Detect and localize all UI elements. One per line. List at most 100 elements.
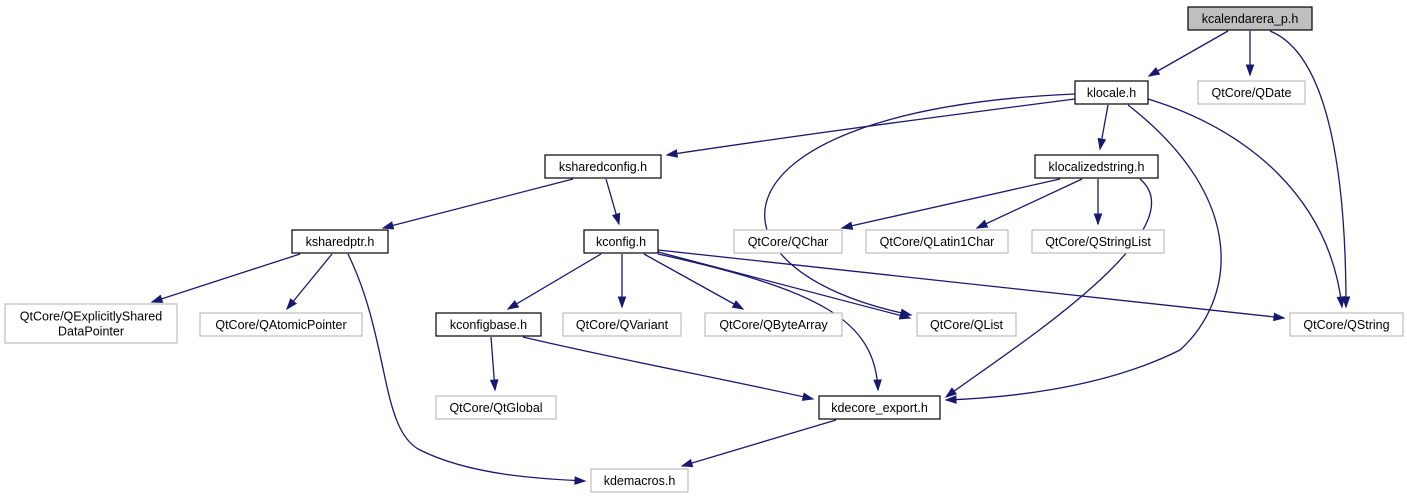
edge-kconfig-to-qbytearray (643, 253, 745, 310)
node-box (733, 229, 843, 254)
node-box (916, 312, 1017, 337)
node-kconfigbase[interactable]: kconfigbase.h (435, 312, 542, 337)
node-box (1187, 6, 1313, 31)
edge-klocale-to-ksharedconfig (665, 98, 1076, 158)
node-qlist: QtCore/QList (916, 312, 1017, 337)
node-label: QtCore/QChar (748, 235, 829, 249)
node-label: QtCore/QAtomicPointer (215, 318, 346, 332)
node-label: QtCore/QList (930, 318, 1003, 332)
node-label: ksharedptr.h (306, 235, 375, 249)
arrowhead (617, 296, 627, 309)
node-label: kdemacros.h (604, 474, 676, 488)
nodes-layer: kcalendarera_p.h klocale.h QtCore/QDate ksh… (4, 6, 1404, 493)
edge-kconfigbase-to-qtglobal (489, 336, 499, 392)
node-box (818, 395, 941, 420)
edge-ksharedconfig-to-ksharedptr (381, 178, 574, 230)
edge-klocalizedstring-to-kdecore_export (944, 178, 1153, 398)
edge-line (347, 253, 586, 482)
edge-klocalizedstring-to-qstringlist (1093, 179, 1103, 226)
edge-ksharedptr-to-qatomicpointer (286, 253, 333, 311)
node-label: ksharedconfig.h (559, 160, 647, 174)
edge-line (151, 253, 301, 303)
node-label: kdecore_export.h (831, 401, 928, 415)
edge-kcalendarera_p-to-qstring (1269, 30, 1351, 309)
arrowhead (1097, 137, 1107, 151)
arrowhead (731, 300, 745, 310)
edge-line (681, 419, 837, 467)
node-kcalendarera-p[interactable]: kcalendarera_p.h (1187, 6, 1313, 31)
edges-layer (150, 30, 1351, 485)
edge-line (764, 93, 1076, 316)
node-label: klocalizedstring.h (1049, 160, 1145, 174)
edge-kcalendarera_p-to-klocale (1147, 30, 1229, 77)
edge-line (657, 253, 879, 391)
edge-ksharedconfig-to-kconfig (605, 178, 621, 226)
edge-kconfig-to-qvariant (617, 254, 627, 309)
edge-klocale-to-qlist (764, 93, 1076, 318)
edge-line (1269, 30, 1347, 308)
node-label: kconfigbase.h (450, 318, 527, 332)
edge-kconfig-to-qlist (657, 251, 912, 320)
edge-kconfig-to-kconfigbase (506, 253, 602, 310)
edge-line (841, 178, 1061, 229)
arrowhead (680, 458, 694, 468)
edge-line (522, 336, 814, 400)
arrowhead (898, 311, 912, 320)
node-box (291, 229, 389, 254)
node-qtglobal: QtCore/QtGlobal (435, 395, 557, 420)
node-qstring: QtCore/QString (1289, 312, 1404, 337)
arrowhead (1336, 296, 1346, 309)
arrowhead (801, 392, 815, 401)
node-box (704, 312, 843, 337)
arrowhead (381, 221, 395, 230)
node-qlatin1char: QtCore/QLatin1Char (865, 229, 1009, 254)
edge-line (382, 178, 574, 229)
arrowhead (611, 212, 621, 226)
node-label: QtCore/QString (1303, 318, 1389, 332)
node-box (1074, 80, 1149, 105)
node-box (865, 229, 1009, 254)
node-klocalizedstring[interactable]: klocalizedstring.h (1034, 154, 1159, 179)
edge-line (286, 253, 333, 310)
edge-klocalizedstring-to-qlatin1char (975, 178, 1083, 229)
node-box (1289, 312, 1404, 337)
edge-klocalizedstring-to-qchar (840, 178, 1061, 230)
node-qdate: QtCore/QDate (1197, 80, 1306, 105)
arrowhead (944, 387, 958, 398)
edge-line (657, 251, 911, 319)
node-box (590, 468, 689, 493)
arrowhead (975, 219, 989, 229)
node-label: kconfig.h (596, 235, 646, 249)
node-qchar: QtCore/QChar (733, 229, 843, 254)
edge-line (657, 249, 1285, 319)
arrowhead (665, 149, 679, 158)
node-box (435, 312, 542, 337)
arrowhead (1147, 67, 1161, 77)
edge-klocale-to-qstring (1147, 98, 1346, 309)
arrowhead (489, 379, 499, 392)
node-box (435, 395, 557, 420)
node-klocale[interactable]: klocale.h (1074, 80, 1149, 105)
node-ksharedconfig[interactable]: ksharedconfig.h (544, 154, 662, 179)
node-label: klocale.h (1087, 86, 1136, 100)
node-box (1031, 229, 1165, 254)
edge-line (507, 253, 602, 310)
node-kdemacros: kdemacros.h (590, 468, 689, 493)
arrowhead (840, 221, 854, 230)
edge-kconfigbase-to-kdecore_export (522, 336, 815, 401)
node-label: QtCore/QLatin1Char (880, 235, 995, 249)
node-kconfig[interactable]: kconfig.h (583, 229, 659, 254)
node-label: kcalendarera_p.h (1202, 12, 1299, 26)
node-box (1197, 80, 1306, 105)
arrowhead (873, 379, 882, 392)
arrowhead (150, 294, 164, 303)
node-ksharedptr[interactable]: ksharedptr.h (291, 229, 389, 254)
edge-line (1148, 30, 1229, 77)
node-label: QtCore/QExplicitlyShared (20, 310, 162, 324)
node-qbytearray: QtCore/QByteArray (704, 312, 843, 337)
arrowhead (1245, 64, 1255, 77)
node-kdecore-export[interactable]: kdecore_export.h (818, 395, 941, 420)
node-box (199, 312, 363, 337)
node-label: QtCore/QStringList (1045, 235, 1151, 249)
